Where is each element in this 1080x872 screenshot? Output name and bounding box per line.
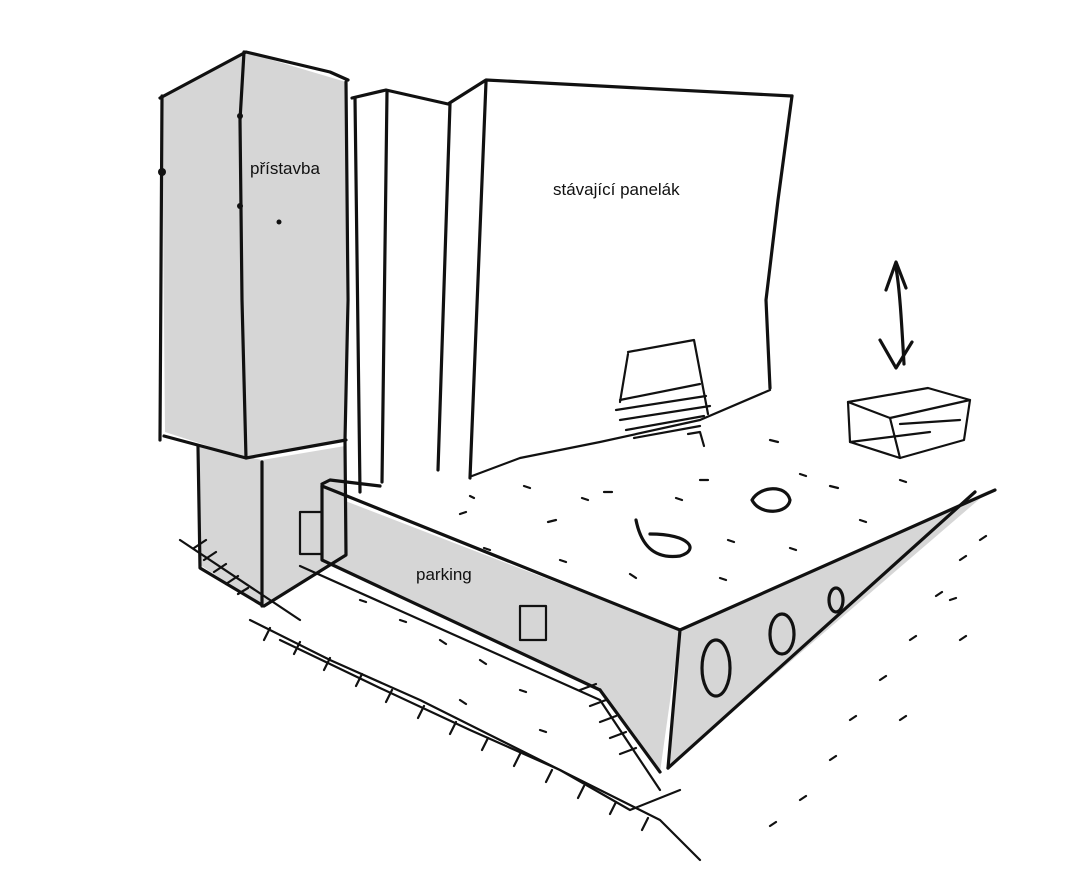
existing-building-label: stávající panelák (553, 180, 680, 199)
existing-building (350, 78, 794, 494)
parking-podium (298, 430, 997, 774)
ground-hatching (178, 538, 702, 862)
addition-label: přístavba (250, 159, 320, 178)
raisable-box (846, 260, 972, 460)
parking-label: parking (416, 565, 472, 584)
addition-lower-fill (200, 446, 345, 605)
parking-front-fill (322, 492, 680, 772)
addition-upper-fill (162, 52, 346, 458)
ground-dots (358, 438, 988, 828)
